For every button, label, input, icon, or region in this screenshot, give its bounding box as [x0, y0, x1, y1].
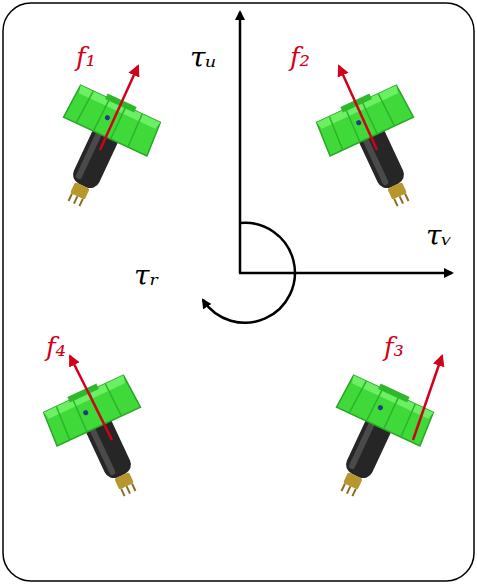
force-arrow: [413, 356, 442, 440]
force-arrow: [100, 66, 138, 150]
force-label: f₃: [384, 334, 404, 360]
force-arrow: [70, 356, 112, 440]
axis-label: τᵣ: [134, 262, 159, 290]
frame: [3, 3, 474, 581]
axis-label: τᵤ: [190, 44, 217, 72]
thruster: [40, 371, 172, 513]
force-label: f₁: [76, 44, 96, 70]
thruster: [313, 81, 445, 223]
axis-arrow: [239, 272, 452, 275]
force-label: f₂: [290, 44, 310, 70]
axis-label: τᵥ: [426, 222, 452, 250]
axis-arrow: [239, 12, 242, 273]
force-arrow: [339, 66, 377, 150]
thruster: [32, 81, 164, 223]
rotation-arrow: [203, 223, 295, 323]
thruster: [305, 371, 437, 513]
force-label: f₄: [46, 334, 66, 360]
